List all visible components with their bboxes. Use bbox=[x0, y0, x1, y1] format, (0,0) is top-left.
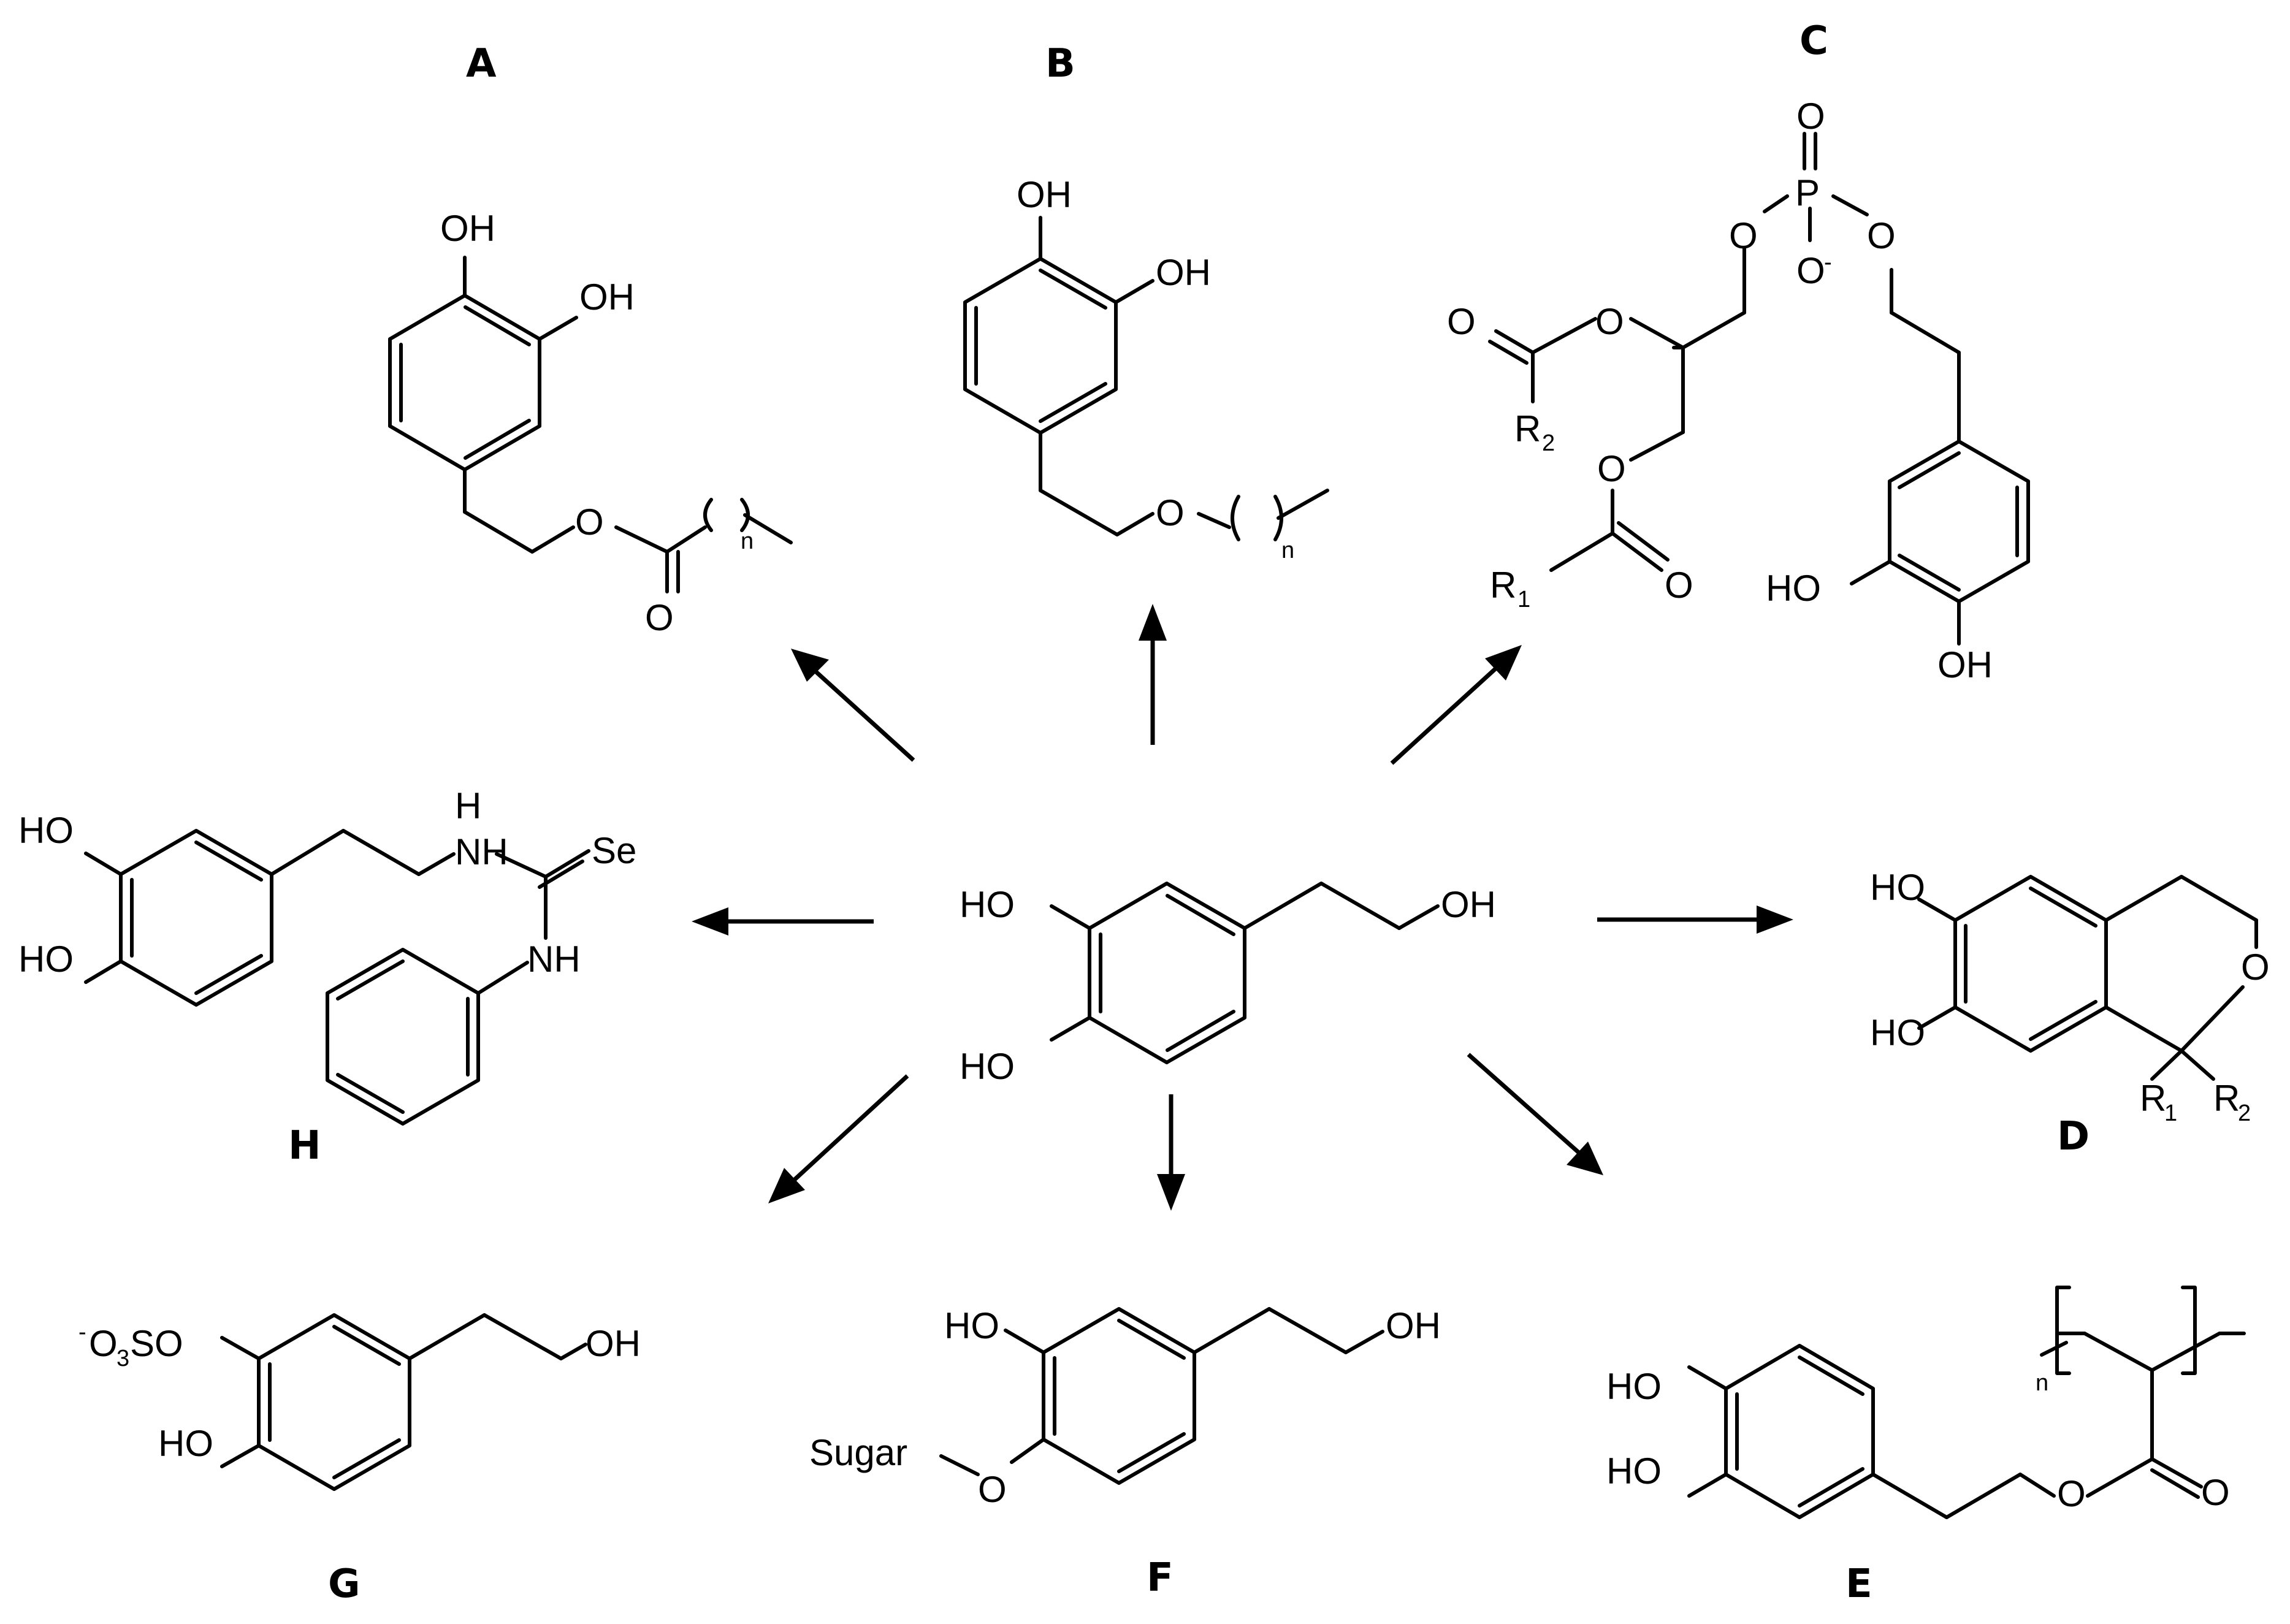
c-o-top: O bbox=[1796, 96, 1825, 137]
h-ho-2: HO bbox=[18, 939, 74, 980]
label-h: H bbox=[288, 1123, 321, 1168]
arrow-to-d bbox=[1597, 905, 1793, 934]
c-o-carbonyl-1: O bbox=[1447, 301, 1476, 342]
label-b: B bbox=[1045, 41, 1075, 86]
c-o-sn1: O bbox=[1597, 448, 1626, 489]
b-n: n bbox=[1281, 538, 1294, 563]
c-r1: R bbox=[1490, 565, 1516, 606]
c-oh-2: OH bbox=[1937, 644, 1993, 685]
arrow-to-h bbox=[692, 907, 874, 936]
c-o-carbonyl-2: O bbox=[1665, 565, 1693, 606]
center-oh: OH bbox=[1441, 884, 1496, 925]
a-o-ester: O bbox=[575, 501, 604, 543]
g-ho: HO bbox=[158, 1423, 213, 1464]
label-e: E bbox=[1845, 1561, 1872, 1607]
d-r1-sub: 1 bbox=[2164, 1100, 2177, 1126]
label-d: D bbox=[2057, 1114, 2090, 1159]
f-oh: OH bbox=[1386, 1305, 1441, 1346]
compound-h: HO HO H NH Se NH bbox=[18, 785, 636, 1126]
compound-e: HO HO O O n bbox=[1606, 1286, 2246, 1519]
c-o-left: O bbox=[1729, 215, 1758, 256]
e-ho-1: HO bbox=[1606, 1366, 1662, 1407]
e-o-carbonyl: O bbox=[2201, 1472, 2230, 1513]
g-oh: OH bbox=[586, 1323, 641, 1364]
c-r2: R bbox=[1514, 408, 1541, 449]
h-se: Se bbox=[592, 830, 636, 871]
compound-d: HO HO O R 1 R 2 bbox=[1870, 867, 2270, 1126]
a-n: n bbox=[741, 528, 754, 554]
h-ho-1: HO bbox=[18, 810, 74, 851]
arrow-to-a bbox=[791, 649, 915, 762]
d-r1: R bbox=[2140, 1078, 2166, 1119]
c-o-right: O bbox=[1867, 215, 1896, 256]
label-g: G bbox=[328, 1561, 361, 1607]
h-h: H bbox=[455, 785, 481, 826]
g-o3so-so: SO bbox=[130, 1323, 183, 1364]
c-o-minus: O bbox=[1796, 250, 1825, 291]
d-r2-sub: 2 bbox=[2238, 1100, 2251, 1126]
d-ho-1: HO bbox=[1870, 867, 1925, 908]
e-n: n bbox=[2036, 1370, 2048, 1396]
label-f: F bbox=[1147, 1555, 1174, 1601]
arrow-to-c bbox=[1390, 645, 1522, 765]
d-o-ring: O bbox=[2241, 947, 2270, 988]
e-o-ester: O bbox=[2057, 1473, 2086, 1514]
arrow-to-b bbox=[1139, 604, 1167, 745]
d-r2: R bbox=[2213, 1078, 2240, 1119]
c-o-sn2: O bbox=[1595, 301, 1624, 342]
b-oh-2: OH bbox=[1156, 252, 1211, 293]
b-o-ether: O bbox=[1156, 492, 1185, 533]
f-ho: HO bbox=[944, 1305, 999, 1346]
h-nh: NH bbox=[527, 939, 581, 980]
c-r2-sub: 2 bbox=[1542, 430, 1555, 456]
compound-c: O P O - O O O O R 2 O R 1 O HO OH bbox=[1447, 96, 2030, 685]
compound-f: HO O Sugar OH bbox=[809, 1305, 1441, 1510]
g-o3so-3: 3 bbox=[116, 1346, 129, 1371]
g-minus: - bbox=[78, 1319, 86, 1345]
g-o3so-o: O bbox=[89, 1323, 118, 1364]
c-minus: - bbox=[1824, 250, 1832, 275]
f-o-glycoside: O bbox=[978, 1469, 1007, 1510]
compound-b: OH OH O n bbox=[963, 174, 1329, 563]
a-oh-1: OH bbox=[440, 208, 495, 249]
d-ho-2: HO bbox=[1870, 1012, 1925, 1053]
center-ho-2: HO bbox=[960, 1046, 1015, 1087]
label-a: A bbox=[466, 41, 497, 86]
c-ho-1: HO bbox=[1766, 568, 1821, 609]
a-oh-2: OH bbox=[579, 276, 635, 318]
e-ho-2: HO bbox=[1606, 1451, 1662, 1492]
arrow-to-g bbox=[768, 1074, 909, 1203]
arrow-to-f bbox=[1157, 1094, 1185, 1211]
a-o-carbonyl: O bbox=[645, 597, 674, 638]
b-oh-1: OH bbox=[1017, 174, 1072, 215]
hydroxytyrosol-center: HO HO OH bbox=[960, 882, 1496, 1087]
f-sugar: Sugar bbox=[809, 1432, 907, 1473]
center-ho-1: HO bbox=[960, 884, 1015, 925]
h-n: NH bbox=[455, 831, 508, 872]
c-r1-sub: 1 bbox=[1517, 587, 1530, 612]
arrow-to-e bbox=[1467, 1053, 1603, 1175]
c-p: P bbox=[1795, 172, 1820, 213]
label-c: C bbox=[1800, 18, 1828, 64]
compound-g: - O 3 SO HO OH bbox=[78, 1313, 641, 1491]
compound-a: OH OH O O n bbox=[388, 208, 793, 638]
